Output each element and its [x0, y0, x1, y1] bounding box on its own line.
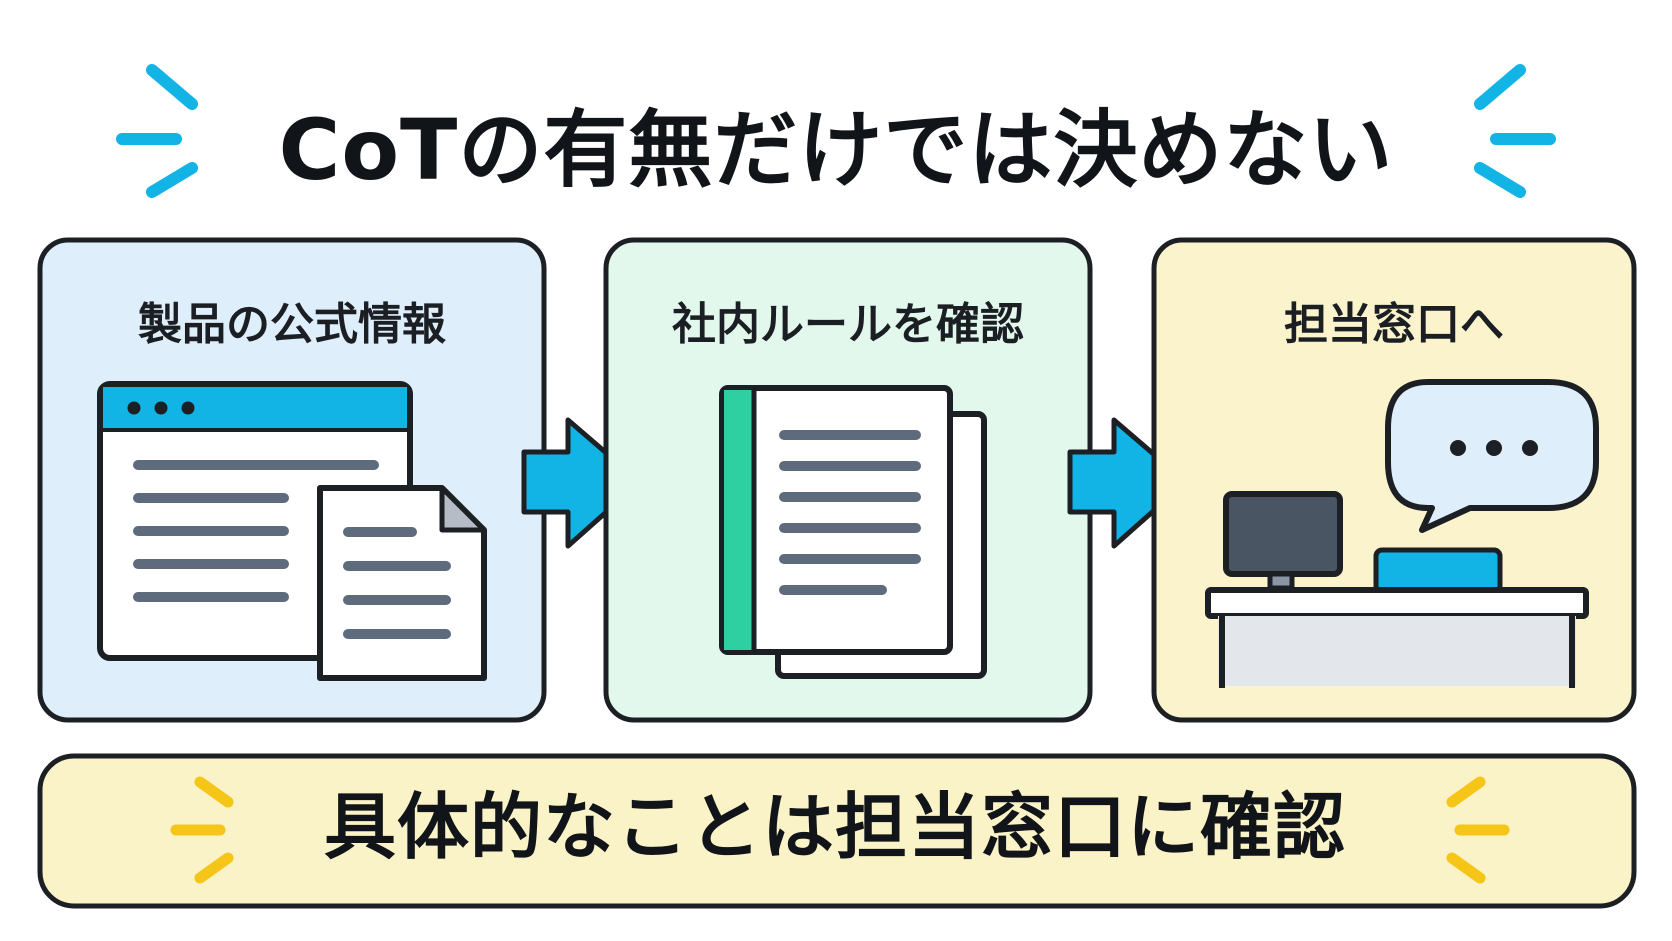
banner-sparkle-left [170, 776, 234, 884]
help-desk-icon [1205, 491, 1589, 688]
bottom-banner-text: 具体的なことは担当窓口に確認 [323, 784, 1346, 869]
bottom-banner [37, 753, 1637, 909]
rulebook-icon [719, 385, 987, 679]
step-label-help-desk: 担当窓口へ [1284, 299, 1504, 350]
document-icon [317, 485, 487, 681]
title-sparkle-left [116, 64, 198, 198]
step-label-internal-rules: 社内ルールを確認 [672, 299, 1024, 350]
page-title: CoTの有無だけでは決めない [278, 100, 1394, 199]
banner-sparkle-right [1446, 776, 1510, 884]
title-sparkle-right [1474, 64, 1556, 198]
speech-bubble-icon [1385, 379, 1599, 533]
step-label-official-info: 製品の公式情報 [138, 299, 446, 350]
arrow-right-icon-2 [1067, 417, 1189, 549]
